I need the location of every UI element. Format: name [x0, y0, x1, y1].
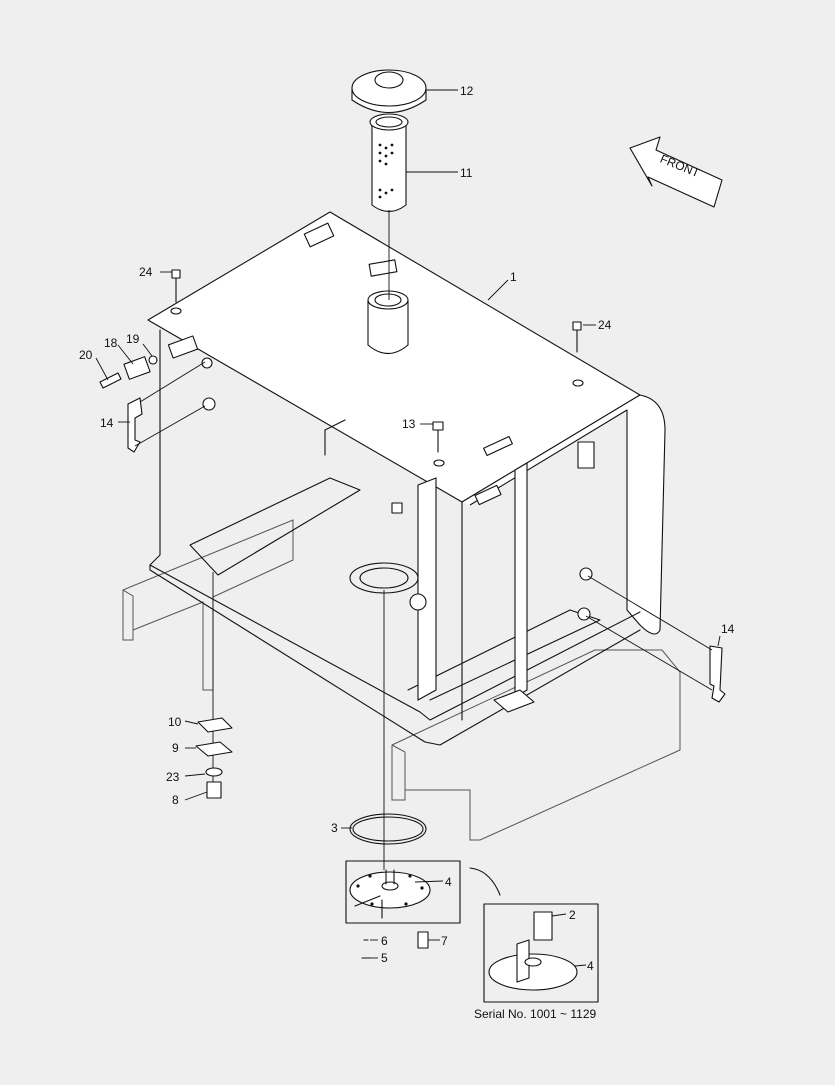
callout-7: 7 [441, 934, 448, 948]
callout-24-right: 24 [598, 318, 612, 332]
callout-24-left: 24 [139, 265, 153, 279]
level-gauge-bracket [99, 335, 199, 389]
serial-note: Serial No. 1001 ~ 1129 [474, 1007, 597, 1021]
callout-14-right: 14 [721, 622, 735, 636]
level-gauge-right [585, 575, 726, 703]
callout-20: 20 [79, 348, 93, 362]
callout-23: 23 [166, 770, 180, 784]
callout-9: 9 [172, 741, 179, 755]
bolt-24-left [171, 269, 181, 303]
cover-plate-assembly [345, 860, 461, 959]
callout-6: 6 [381, 934, 388, 948]
tank-support-front [391, 649, 681, 841]
callout-19: 19 [126, 332, 140, 346]
front-direction-arrow: FRONT [629, 136, 723, 208]
callout-12: 12 [460, 84, 474, 98]
callout-14-left: 14 [100, 416, 114, 430]
callout-2: 2 [569, 908, 576, 922]
callout-4-inset: 4 [587, 959, 594, 973]
level-gauge-left [127, 361, 206, 453]
callout-10: 10 [168, 715, 182, 729]
callout-leaders [95, 89, 721, 967]
bolt-24-right [572, 321, 582, 353]
fuel-strainer [369, 113, 409, 213]
bolt-13 [432, 421, 444, 453]
tank-support-rear [122, 519, 294, 691]
callout-1: 1 [510, 270, 517, 284]
fuel-tank-body [147, 211, 666, 746]
mount-hardware-stack [195, 572, 233, 799]
callout-3: 3 [331, 821, 338, 835]
callout-11: 11 [460, 166, 473, 180]
filler-neck [367, 290, 409, 355]
filler-cap [351, 69, 427, 114]
callout-labels: 12 11 1 24 24 13 14 14 18 19 20 10 9 23 … [79, 84, 735, 1021]
callout-13: 13 [402, 417, 416, 431]
callout-8: 8 [172, 793, 179, 807]
callout-5: 5 [381, 951, 388, 965]
variant-inset [483, 903, 599, 1003]
callout-18: 18 [104, 336, 118, 350]
o-ring [349, 590, 427, 870]
callout-4-main: 4 [445, 875, 452, 889]
